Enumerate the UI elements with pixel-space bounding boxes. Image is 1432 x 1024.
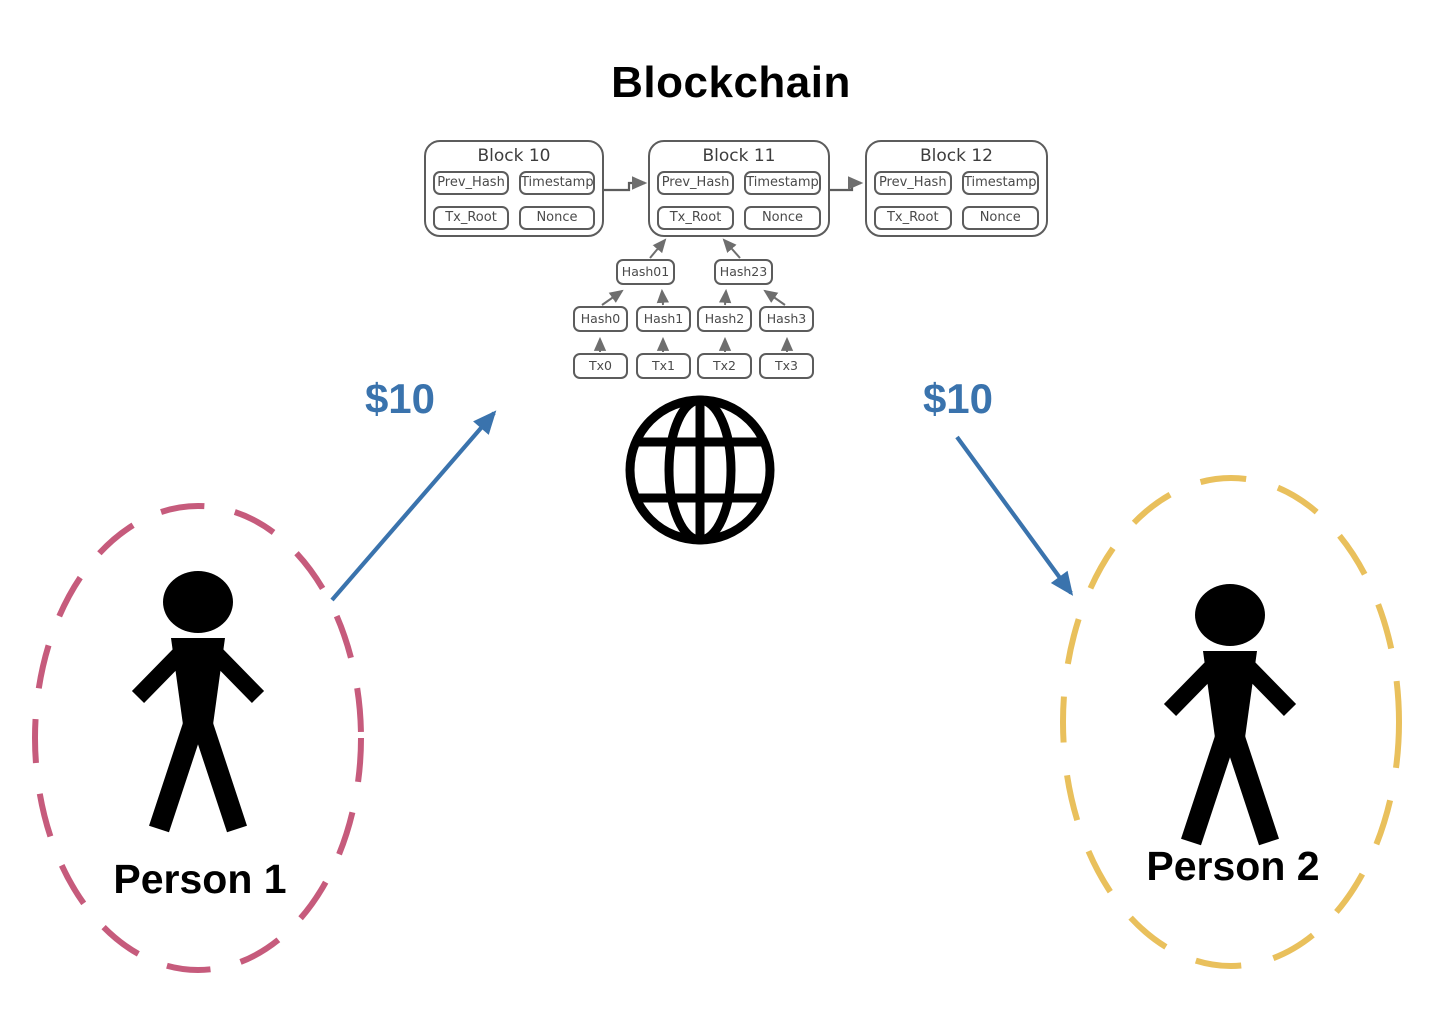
block-10-timestamp: Timestamp [519, 171, 595, 195]
hash1-to-hash01-arrow [656, 288, 669, 306]
block-10-fields: Prev_Hash Timestamp Tx_Root Nonce [426, 166, 602, 230]
merkle-node-hash23: Hash23 [714, 259, 773, 285]
person2-label: Person 2 [1146, 843, 1320, 889]
merkle-node-hash01: Hash01 [616, 259, 675, 285]
block-12-nonce: Nonce [961, 206, 1039, 230]
merkle-node-tx2: Tx2 [697, 353, 752, 379]
block-11-nonce: Nonce [744, 206, 821, 230]
person2-icon [1163, 584, 1297, 846]
block-12: Block 12 Prev_Hash Timestamp Tx_Root Non… [865, 140, 1048, 237]
merkle-node-hash1: Hash1 [636, 306, 691, 332]
merkle-node-tx3: Tx3 [759, 353, 814, 379]
merkle-node-hash3: Hash3 [759, 306, 814, 332]
hash2-to-hash23-arrow [719, 288, 732, 306]
block11-to-block12-connector [829, 176, 864, 192]
block-12-tx-root: Tx_Root [874, 206, 952, 230]
block-10-title: Block 10 [477, 146, 551, 166]
person2-boundary-ellipse [1060, 475, 1402, 969]
block-10-nonce: Nonce [519, 206, 595, 230]
merkle-node-tx1: Tx1 [636, 353, 691, 379]
transfer-amount-left: $10 [364, 375, 436, 422]
globe-icon [625, 395, 775, 545]
block-11: Block 11 Prev_Hash Timestamp Tx_Root Non… [648, 140, 830, 237]
block-11-tx-root: Tx_Root [657, 206, 734, 230]
block-11-fields: Prev_Hash Timestamp Tx_Root Nonce [650, 166, 828, 230]
block-10: Block 10 Prev_Hash Timestamp Tx_Root Non… [424, 140, 604, 237]
block-12-prev-hash: Prev_Hash [874, 171, 952, 195]
person1-to-blockchain-arrow [330, 410, 497, 602]
block-12-title: Block 12 [919, 146, 993, 166]
transfer-amount-right: $10 [922, 375, 994, 422]
hash3-to-hash23-arrow [763, 289, 786, 306]
block-12-fields: Prev_Hash Timestamp Tx_Root Nonce [867, 166, 1046, 230]
hash0-to-hash01-arrow [601, 289, 624, 306]
person1-label: Person 1 [113, 856, 287, 902]
merkle-tree-arrows [593, 238, 794, 352]
merkle-node-hash0: Hash0 [573, 306, 628, 332]
block-11-title: Block 11 [702, 146, 776, 166]
page-title: Blockchain [611, 58, 851, 107]
block-10-tx-root: Tx_Root [433, 206, 509, 230]
hash01-to-txroot-arrow [649, 238, 667, 259]
merkle-node-hash2: Hash2 [697, 306, 752, 332]
person1-icon [131, 571, 265, 833]
block-11-prev-hash: Prev_Hash [657, 171, 734, 195]
block-11-timestamp: Timestamp [744, 171, 821, 195]
merkle-node-tx0: Tx0 [573, 353, 628, 379]
hash23-to-txroot-arrow [722, 238, 741, 259]
block-10-prev-hash: Prev_Hash [433, 171, 509, 195]
blockchain-to-person2-arrow [955, 435, 1074, 596]
block-12-timestamp: Timestamp [961, 171, 1039, 195]
block10-to-block11-connector [603, 176, 648, 192]
